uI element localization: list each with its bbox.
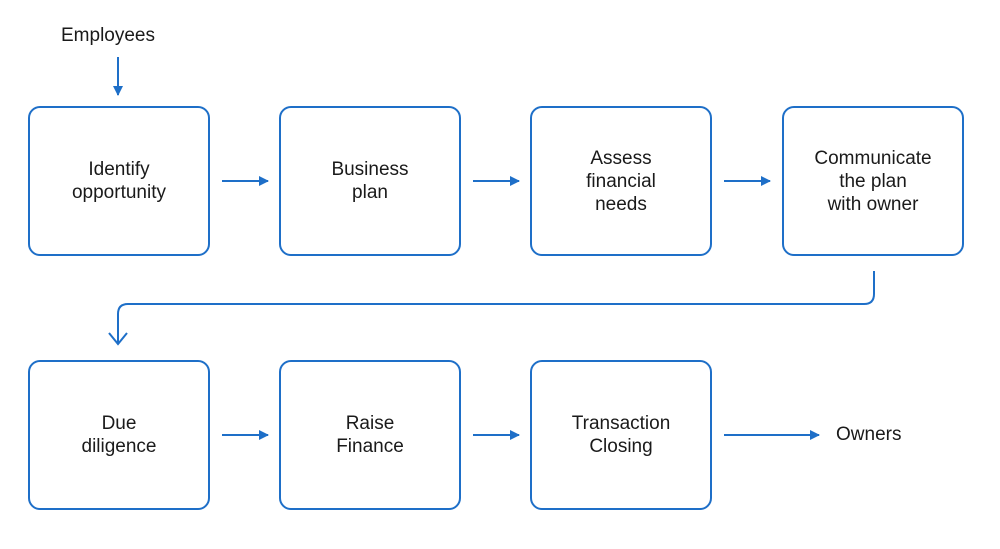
step-label: Identify opportunity (71, 159, 166, 203)
step-label: Business plan (331, 159, 409, 203)
step-label: Due diligence (81, 413, 157, 457)
arrow-step4-to-step5 (117, 271, 875, 344)
arrow-step4-to-step5-head (108, 332, 128, 346)
start-label: Employees (61, 25, 155, 46)
step-label: Transaction Closing (571, 413, 671, 457)
step-label: Raise Finance (336, 413, 404, 457)
step-transaction-closing: Transaction Closing (530, 360, 712, 510)
step-assess-financial-needs: Assess financial needs (530, 106, 712, 256)
step-communicate-plan: Communicate the plan with owner (782, 106, 964, 256)
step-raise-finance: Raise Finance (279, 360, 461, 510)
step-identify-opportunity: Identify opportunity (28, 106, 210, 256)
step-label: Communicate the plan with owner (814, 147, 932, 215)
step-label: Assess financial needs (586, 147, 656, 215)
step-due-diligence: Due diligence (28, 360, 210, 510)
step-business-plan: Business plan (279, 106, 461, 256)
end-label: Owners (836, 424, 902, 445)
